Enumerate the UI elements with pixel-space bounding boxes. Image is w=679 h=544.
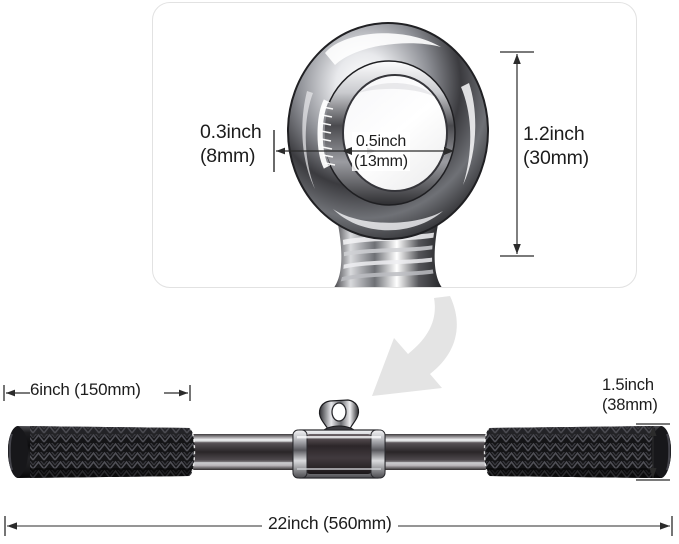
eyelet-thickness-inch: 0.3inch <box>200 121 262 143</box>
right-handle-grip <box>483 426 671 478</box>
grip-length-dimension-line <box>3 385 191 401</box>
grip-length-label: 6inch (150mm) <box>30 380 141 399</box>
eyelet-illustration <box>263 13 513 287</box>
cable-bar-illustration <box>0 398 679 508</box>
eyelet-height-inch: 1.2inch <box>523 123 585 145</box>
total-length-label: 22inch (560mm) <box>262 513 398 535</box>
eyelet-thickness-label: 0.3inch (8mm) <box>200 121 262 169</box>
pointer-arrow-icon <box>338 292 470 400</box>
eyelet-hole-inch: 0.5inch <box>355 133 407 150</box>
eyelet-height-mm: (30mm) <box>523 146 589 169</box>
eyelet-height-label: 1.2inch (30mm) <box>523 123 589 171</box>
grip-diameter-mm: (38mm) <box>602 396 658 415</box>
grip-diameter-dimension-line <box>636 423 670 481</box>
eyelet-hole-dimension-line <box>342 147 454 155</box>
swivel-drum <box>292 429 386 479</box>
left-handle-grip <box>8 426 196 478</box>
grip-diameter-label: 1.5inch (38mm) <box>602 375 658 415</box>
grip-diameter-inch: 1.5inch <box>602 376 654 394</box>
eyelet-height-dimension-line <box>500 51 534 257</box>
eyelet-closeup-panel <box>152 2 637 288</box>
eyelet-thickness-mm: (8mm) <box>200 144 256 167</box>
eyelet-hole-mm: (13mm) <box>354 152 408 170</box>
